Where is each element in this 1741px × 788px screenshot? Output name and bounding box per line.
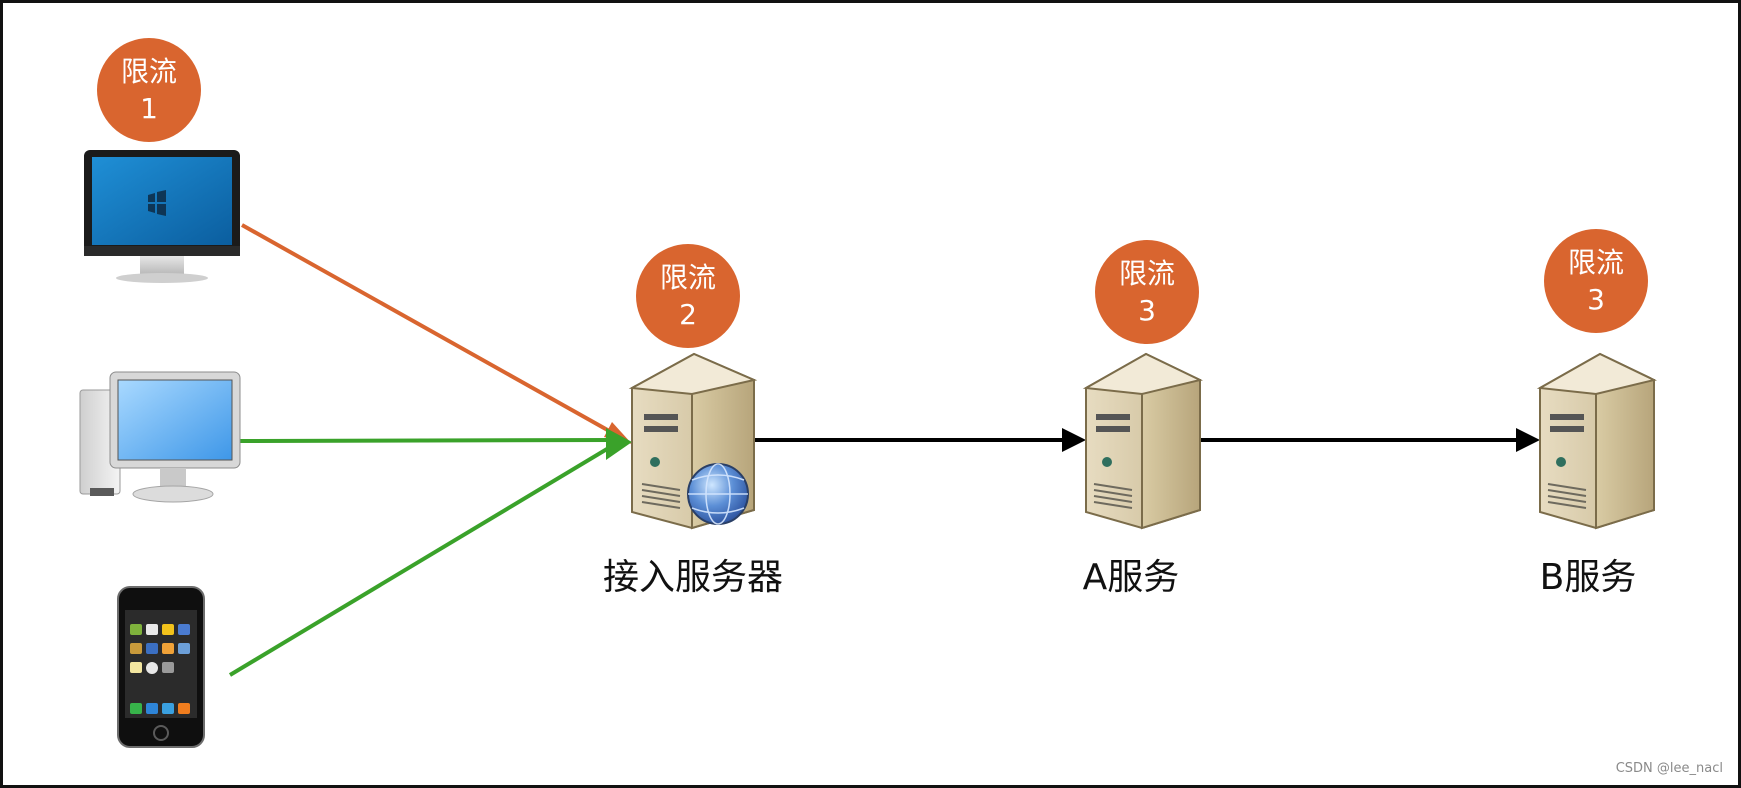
edge-a-to-b-arrowhead — [1516, 428, 1540, 452]
edge-green-arrowhead — [606, 428, 632, 460]
gateway-server-icon — [628, 352, 758, 530]
badge-3a-number: 3 — [1138, 294, 1156, 327]
rate-limit-badge-1: 限流 1 — [97, 38, 201, 142]
rate-limit-badge-2: 限流 2 — [636, 244, 740, 348]
badge-2-title: 限流 — [659, 261, 716, 294]
b-service-server-icon — [1536, 352, 1657, 530]
gateway-server-label: 接入服务器 — [602, 557, 783, 598]
edge-monitor-to-gateway — [241, 223, 621, 439]
rate-limit-badge-3a: 限流 3 — [1095, 240, 1199, 344]
badge-3b-number: 3 — [1587, 283, 1605, 316]
b-service-label: B服务 — [1539, 557, 1637, 598]
badge-2-number: 2 — [679, 298, 697, 331]
edge-phone-to-gateway — [228, 444, 614, 677]
edge-gateway-to-a-arrowhead — [1062, 428, 1086, 452]
badge-1-title: 限流 — [120, 55, 177, 88]
a-service-label: A服务 — [1082, 557, 1180, 598]
badge-3b-title: 限流 — [1567, 246, 1624, 279]
badge-1-number: 1 — [140, 92, 158, 125]
edge-desktop-to-gateway — [239, 438, 613, 443]
rate-limit-badge-3b: 限流 3 — [1544, 229, 1648, 333]
watermark: CSDN @lee_nacl — [1615, 761, 1723, 776]
badge-3a-title: 限流 — [1118, 257, 1175, 290]
a-service-server-icon — [1082, 352, 1203, 530]
